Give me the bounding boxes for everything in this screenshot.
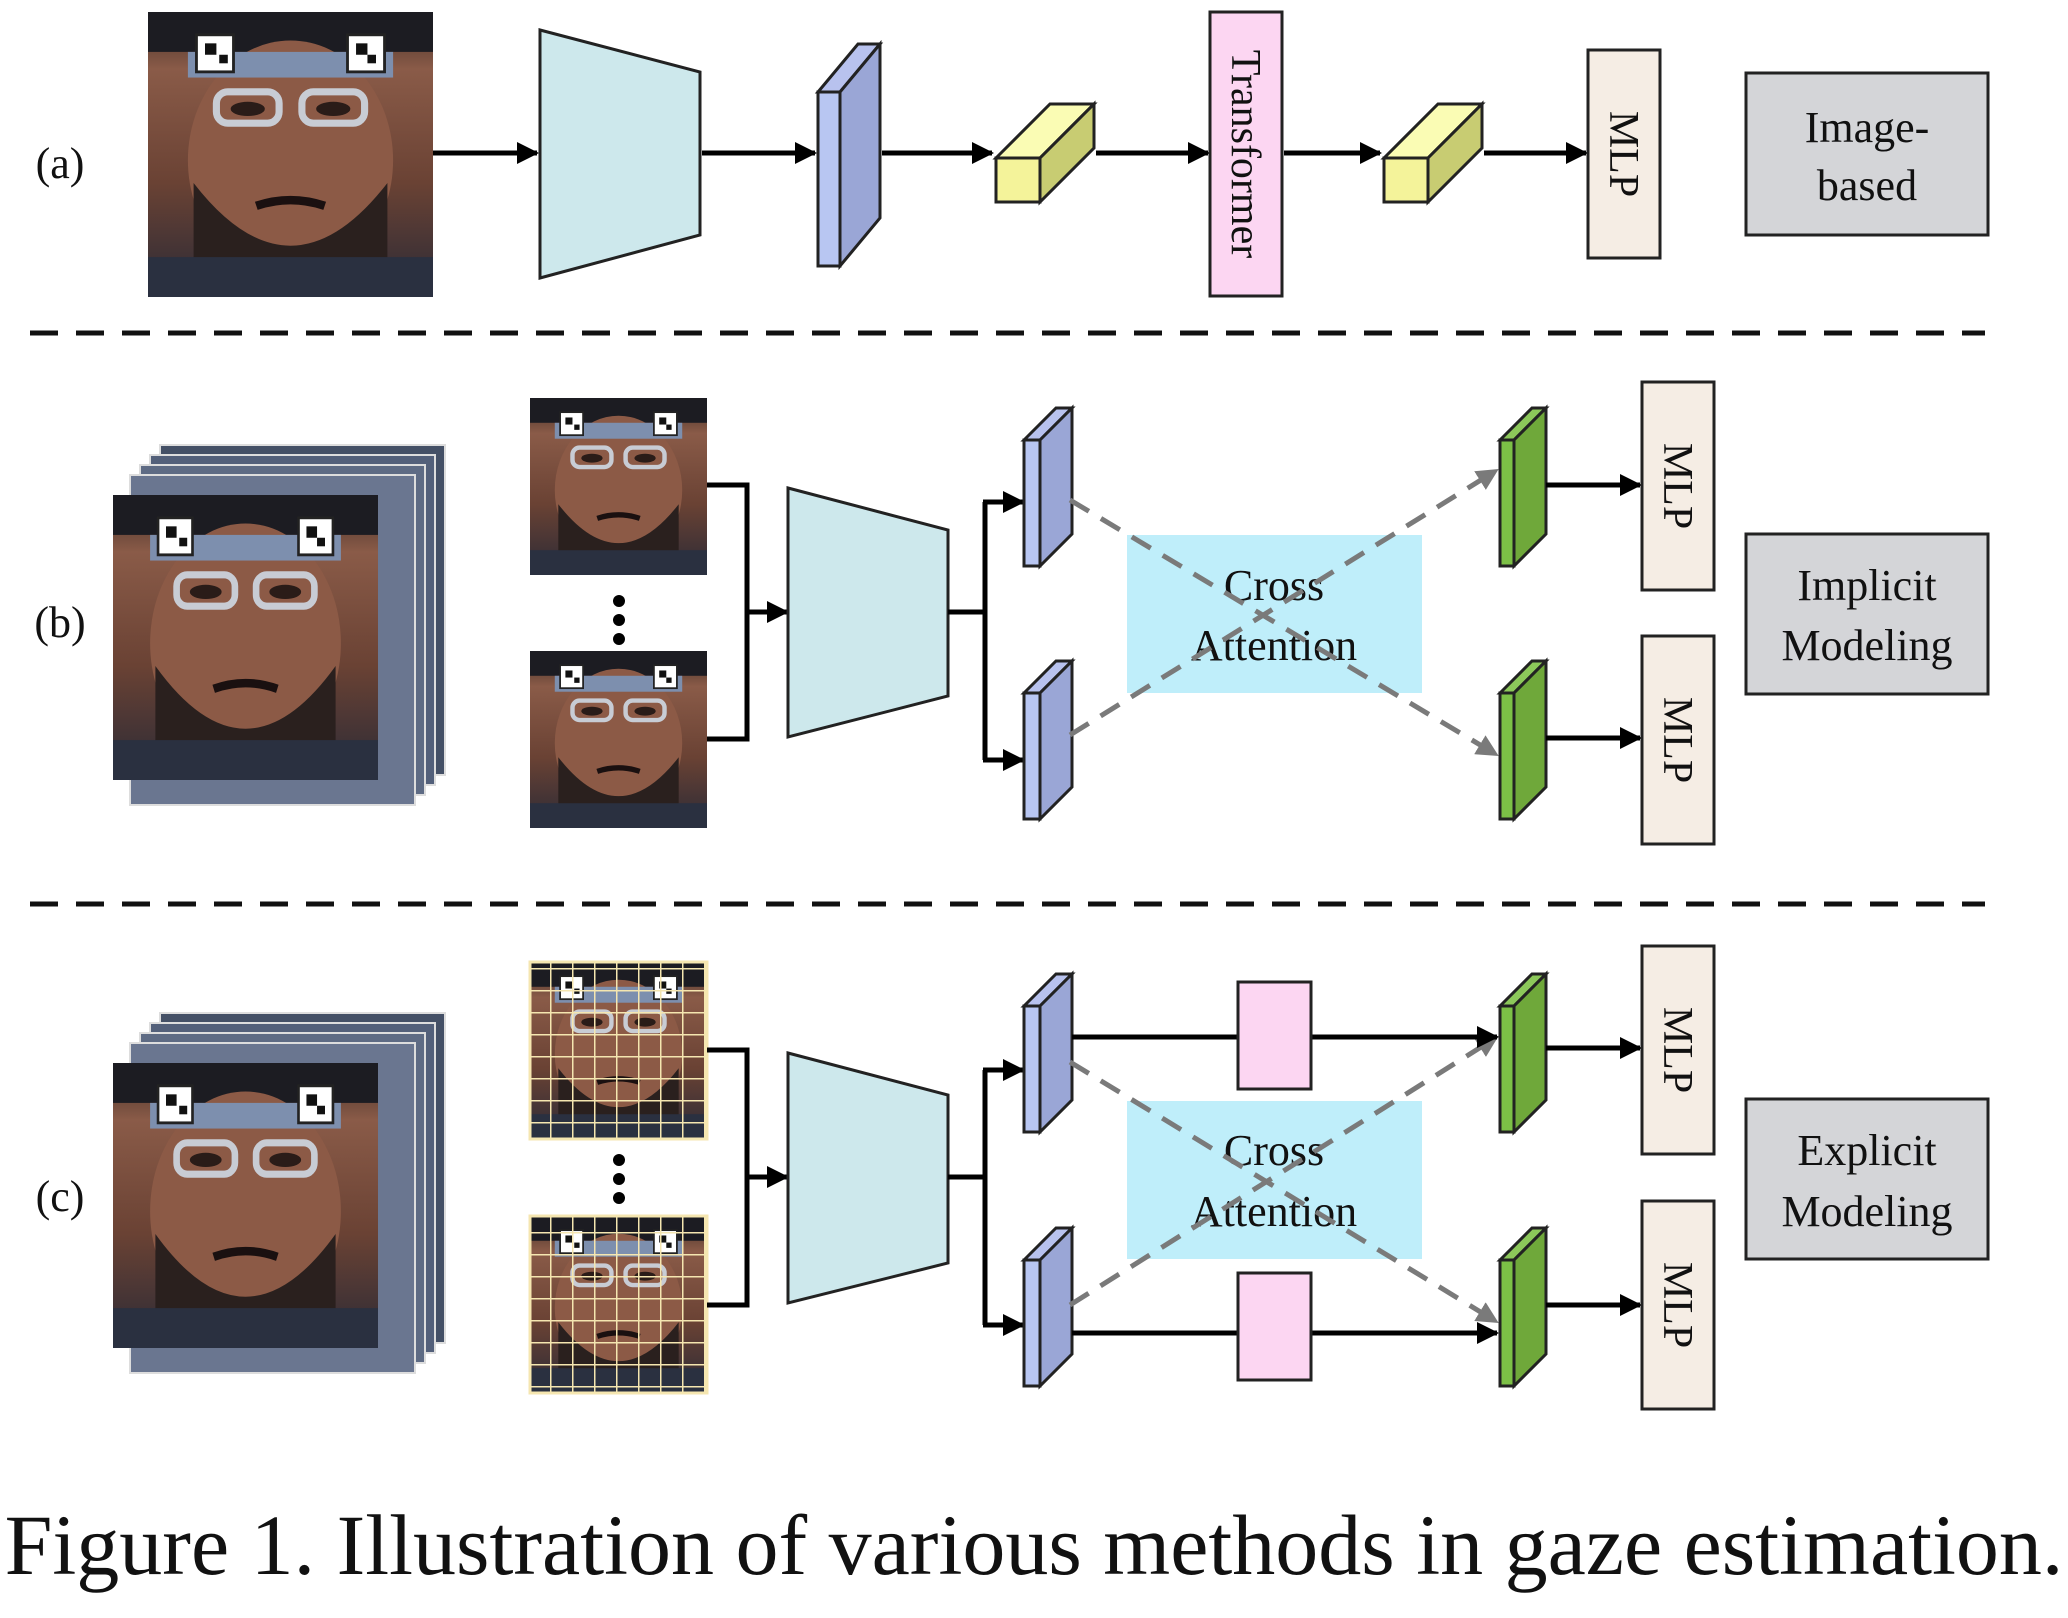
- face-stack-c: [113, 1012, 446, 1374]
- mlp-label-b-top: MLP: [1654, 443, 1700, 529]
- mlp-box-b-top: [1640, 380, 1716, 592]
- output-c-top: [1496, 970, 1550, 1136]
- frame-b-top: [530, 398, 707, 575]
- encoder-a: [538, 28, 702, 280]
- output-b-top: [1496, 404, 1550, 570]
- face-stack-b: [113, 444, 446, 806]
- dashed-arrow-b1: [1068, 497, 1499, 758]
- transformer-box: [1208, 10, 1284, 298]
- output-c-bottom: [1496, 1224, 1550, 1390]
- mlp-box-c-bottom: [1640, 1199, 1716, 1411]
- mlp-box-c-top: [1640, 944, 1716, 1156]
- category-b-line1: Implicit: [1797, 561, 1936, 610]
- row-b-label: (b): [34, 598, 85, 647]
- category-box-b: [1744, 532, 1990, 696]
- row-c: (c): [36, 944, 1990, 1411]
- mlp-box-a: [1586, 48, 1662, 260]
- token-a1: [992, 100, 1098, 206]
- method-diagram: (a) Transformer MLP: [30, 0, 1990, 1411]
- mlp-label-c-bottom: MLP: [1654, 1262, 1700, 1348]
- transformer-label: Transformer: [1222, 50, 1268, 258]
- row-a: (a) Transformer MLP: [36, 10, 1990, 298]
- dashed-arrow-c2: [1068, 1034, 1499, 1308]
- mlp-box-b-bottom: [1640, 634, 1716, 846]
- feature-c-top: [1020, 970, 1076, 1136]
- encoder-c: [786, 1051, 950, 1305]
- ellipsis-dots-b: [613, 595, 625, 645]
- category-c-line1: Explicit: [1797, 1126, 1936, 1175]
- split-line-b: [948, 502, 988, 760]
- row-a-label: (a): [36, 139, 85, 188]
- cross-attention-b-line2: Attention: [1191, 621, 1357, 670]
- dashed-arrow-c1: [1068, 1059, 1499, 1325]
- category-c-line2: Modeling: [1781, 1187, 1952, 1236]
- feature-c-bottom: [1020, 1224, 1076, 1390]
- merge-line-c: [707, 1047, 770, 1308]
- mlp-label-b-bottom: MLP: [1654, 697, 1700, 783]
- category-box-c: [1744, 1097, 1990, 1261]
- patch-frame-c-bottom: [530, 1216, 707, 1393]
- ellipsis-dots-c: [613, 1154, 625, 1204]
- feature-b-bottom: [1020, 657, 1076, 823]
- category-a-line2: based: [1817, 161, 1917, 210]
- figure-caption: Figure 1. Illustration of various method…: [4, 1497, 2064, 1593]
- mlp-label-a: MLP: [1600, 111, 1646, 197]
- encoder-b: [786, 486, 950, 739]
- frame-b-bottom: [530, 651, 707, 828]
- patch-frame-c-top: [530, 962, 707, 1139]
- feature-map-a: [814, 39, 884, 271]
- mlp-label-c-top: MLP: [1654, 1007, 1700, 1093]
- row-c-label: (c): [36, 1172, 85, 1221]
- pink-block-c-bottom: [1236, 1271, 1313, 1382]
- category-b-line2: Modeling: [1781, 621, 1952, 670]
- cross-attention-c-line2: Attention: [1191, 1187, 1357, 1236]
- pink-block-c-top: [1236, 980, 1313, 1091]
- output-b-bottom: [1496, 657, 1550, 823]
- category-box-a: [1744, 71, 1990, 237]
- token-a2: [1380, 100, 1486, 206]
- face-image-a: [148, 12, 433, 297]
- feature-b-top: [1020, 404, 1076, 570]
- row-b: (b): [34, 380, 1990, 846]
- category-a-line1: Image-: [1805, 103, 1930, 152]
- split-line-c: [948, 1070, 988, 1325]
- dashed-arrow-b2: [1068, 467, 1499, 738]
